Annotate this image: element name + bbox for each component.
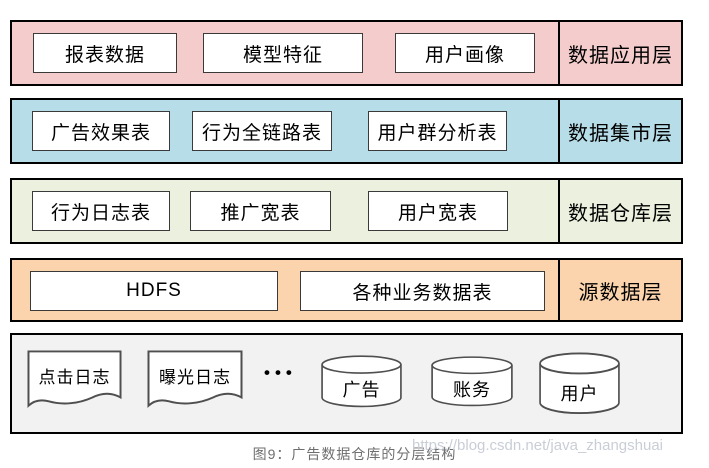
layer-content: HDFS 各种业务数据表 (12, 260, 558, 320)
layer-raw-sources: 点击日志 曝光日志 ••• 广告 账务 (10, 333, 683, 434)
node-label: 用户群分析表 (377, 122, 498, 144)
node-label: 点击日志 (38, 367, 111, 387)
layer-name-text: 数据应用层 (568, 44, 673, 67)
layer-data-application: 报表数据 模型特征 用户画像 数据应用层 (10, 20, 683, 86)
node-label: 账务 (453, 380, 491, 401)
node-ad-effect-table: 广告效果表 (32, 111, 170, 151)
node-report-data: 报表数据 (33, 33, 177, 73)
node-behavior-log-table: 行为日志表 (32, 191, 170, 231)
node-label: 报表数据 (64, 44, 145, 66)
node-click-log: 点击日志 (27, 350, 122, 412)
node-business-tables: 各种业务数据表 (300, 271, 545, 311)
layer-data-mart: 广告效果表 行为全链路表 用户群分析表 数据集市层 (10, 98, 683, 164)
node-label: 广告效果表 (50, 122, 151, 144)
document-icon (147, 350, 243, 408)
layer-name-text: 数据仓库层 (568, 202, 673, 225)
node-promotion-wide-table: 推广宽表 (190, 191, 331, 231)
node-user-database: 用户 (538, 352, 621, 415)
layer-name-source-data: 源数据层 (558, 260, 681, 320)
database-icon (431, 356, 513, 407)
node-usergroup-analysis-table: 用户群分析表 (368, 111, 507, 151)
node-label: 模型特征 (242, 44, 323, 66)
node-label: 用户 (560, 383, 599, 404)
layer-data-warehouse: 行为日志表 推广宽表 用户宽表 数据仓库层 (10, 178, 683, 244)
layer-source-data: HDFS 各种业务数据表 源数据层 (10, 258, 683, 322)
layer-name-data-warehouse: 数据仓库层 (558, 180, 681, 242)
node-label: HDFS (126, 280, 182, 301)
node-label: 广告 (342, 380, 381, 401)
layer-content: 报表数据 模型特征 用户画像 (12, 22, 558, 84)
database-icon (321, 355, 402, 408)
node-label: 用户宽表 (397, 202, 478, 224)
layer-name-text: 源数据层 (578, 281, 663, 304)
layer-content: 广告效果表 行为全链路表 用户群分析表 (12, 100, 558, 162)
node-label: 推广宽表 (220, 202, 301, 224)
document-icon (27, 350, 122, 408)
node-label: 行为日志表 (50, 202, 151, 224)
figure-caption: 图9：广告数据仓库的分层结构 (252, 446, 457, 462)
watermark-url: https://blog.csdn.net/java_zhangshuai (412, 437, 664, 454)
node-accounting-database: 账务 (430, 356, 514, 407)
node-impression-log: 曝光日志 (147, 350, 243, 412)
layer-name-text: 数据集市层 (568, 122, 673, 145)
node-label: 各种业务数据表 (352, 282, 493, 304)
node-model-features: 模型特征 (203, 33, 363, 73)
node-label: 行为全链路表 (201, 122, 322, 144)
node-hdfs: HDFS (30, 271, 278, 311)
node-ad-database: 广告 (320, 355, 403, 408)
node-user-profile: 用户画像 (395, 33, 535, 73)
layer-content: 行为日志表 推广宽表 用户宽表 (12, 180, 558, 242)
node-behavior-fulllink-table: 行为全链路表 (192, 111, 332, 151)
node-label: 曝光日志 (159, 367, 231, 387)
ellipsis: ••• (264, 363, 297, 382)
layer-name-data-application: 数据应用层 (558, 22, 681, 84)
layer-name-data-mart: 数据集市层 (558, 100, 681, 162)
node-label: 用户画像 (424, 44, 505, 66)
database-icon (539, 352, 620, 415)
node-user-wide-table: 用户宽表 (368, 191, 508, 231)
